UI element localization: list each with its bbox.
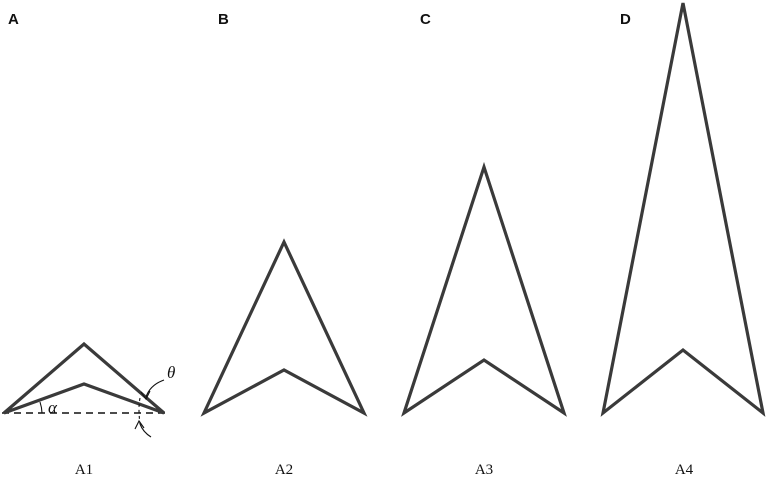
theta-upper-arrowhead	[140, 390, 151, 401]
arrow-shape-a2	[200, 238, 368, 417]
theta-lower-arrowhead	[134, 419, 145, 430]
alpha-label: α	[48, 398, 58, 417]
panel-letter-d: D	[620, 11, 631, 28]
panel-letter-a: A	[8, 11, 19, 28]
alpha-angle-arc	[39, 401, 43, 414]
arrow-shape-a3	[401, 161, 567, 417]
panel-letter-c: C	[420, 11, 431, 28]
caption-a4: A4	[675, 462, 694, 478]
caption-a3: A3	[475, 462, 493, 478]
caption-a2: A2	[275, 462, 293, 478]
theta-dotted-arc	[138, 397, 141, 425]
shape-a1-group: α θ	[2, 341, 175, 438]
panel-letter-b: B	[218, 11, 229, 28]
caption-a1: A1	[75, 462, 93, 478]
arrow-shape-a1	[2, 341, 166, 415]
theta-label: θ	[167, 363, 175, 382]
theta-lower-arrow	[139, 423, 152, 438]
arrow-shape-a4	[600, 2, 766, 417]
theta-upper-arrow	[145, 379, 165, 398]
